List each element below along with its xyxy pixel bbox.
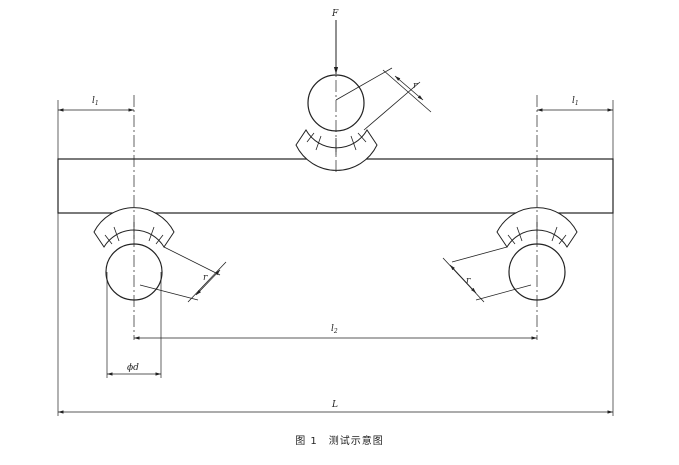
label-diameter: ϕd — [127, 363, 139, 373]
label-force: F — [331, 9, 339, 19]
dim-radius-top — [335, 67, 432, 131]
label-l2: l2 — [331, 324, 338, 335]
loading-roller-top — [295, 74, 378, 171]
label-radius-left: r — [203, 273, 208, 283]
label-l1-left: l1 — [92, 96, 99, 107]
dim-radius-left — [139, 246, 227, 303]
figure-caption: 图 1 测试示意图 — [295, 436, 384, 447]
label-radius-right: r — [466, 276, 471, 286]
label-length: L — [331, 400, 338, 410]
label-l1-right: l1 — [572, 96, 579, 107]
top-holder — [295, 129, 378, 171]
label-radius-top: r — [413, 81, 418, 91]
dim-radius-right — [442, 246, 532, 303]
